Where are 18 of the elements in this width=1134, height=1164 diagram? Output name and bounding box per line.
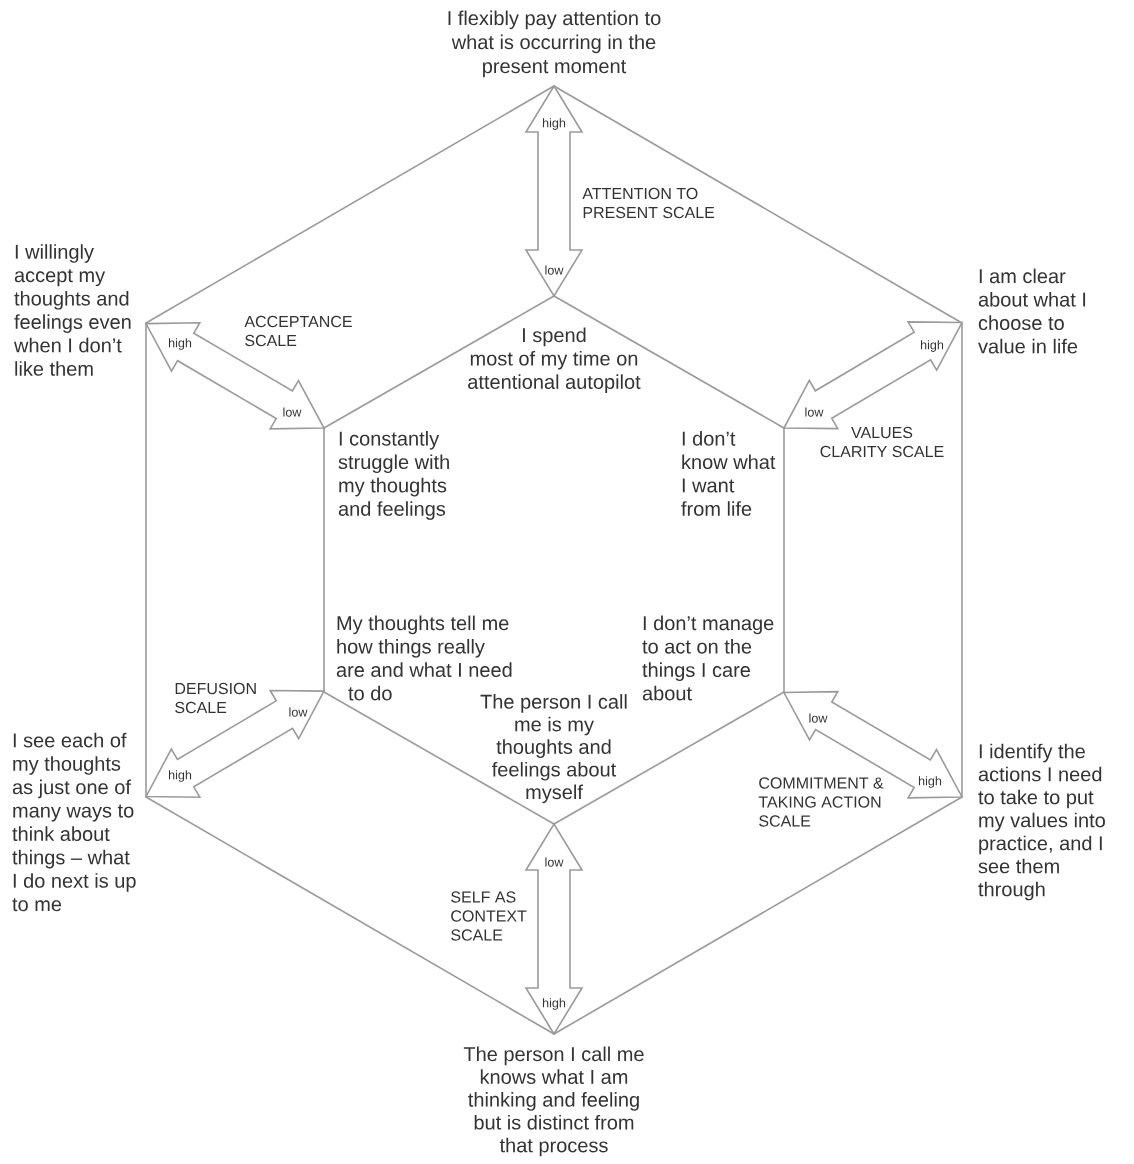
statement-text: I see each of my thoughts as just one of many ways to think about things – what I do next is up to me	[12, 732, 136, 912]
statement-text: I don’t know what I want from life	[681, 431, 776, 516]
scale-label: VALUES CLARITY SCALE	[820, 426, 944, 458]
statement-text: The person I call me knows what I am thinking and feeling but is distinct from that process	[463, 1046, 644, 1157]
scale-label: ACCEPTANCE SCALE	[244, 315, 352, 347]
statement-text: I don’t manage to act on the things I care about	[642, 615, 774, 701]
scale-label: DEFUSION SCALE	[175, 682, 256, 714]
statement-text: I flexibly pay attention to what is occurring in the present moment	[448, 10, 661, 78]
hexagon	[145, 85, 963, 1035]
statement-text: I constantly struggle with my thoughts and feelings	[338, 431, 449, 520]
scale-label: SELF AS CONTEXT SCALE	[451, 891, 527, 941]
statement-text: I identify the actions I need to take to put my values into practice, and I see them through	[978, 743, 1105, 901]
statement-text: I willingly accept my thoughts and feelings even when I don’t like them	[13, 244, 131, 376]
statement-text: The person I call me is my thoughts and feelings about myself	[480, 694, 627, 804]
statement-text: I am clear about what I choose to value in life	[978, 268, 1086, 354]
scale-label: COMMITMENT & TAKING ACTION SCALE	[758, 777, 884, 827]
statement-text: I spend most of my time on attentional autopilot	[468, 327, 641, 393]
scale-label: ATTENTION TO PRESENT SCALE	[582, 187, 715, 219]
